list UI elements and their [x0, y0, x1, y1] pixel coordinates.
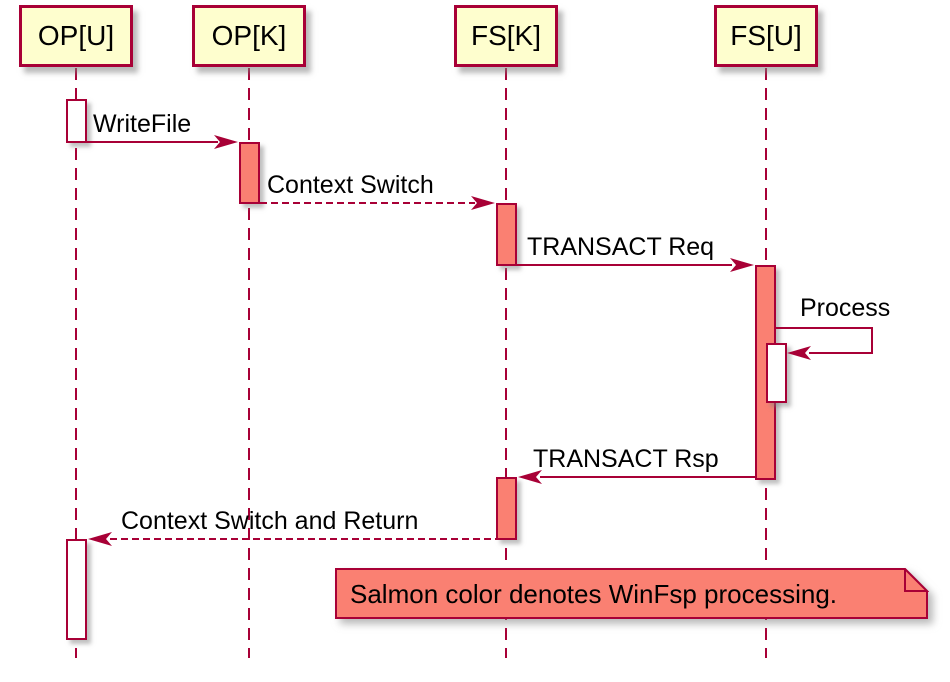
- participant-fsk: FS[K]: [454, 5, 558, 67]
- message-context-switch-return-line: [110, 538, 496, 540]
- message-process-label: Process: [800, 294, 891, 322]
- message-transact-req-line: [517, 264, 732, 266]
- message-context-switch-label: Context Switch: [267, 171, 434, 199]
- message-process-line-right: [871, 327, 873, 354]
- participant-opk: OP[K]: [192, 5, 306, 67]
- participant-fsu-label: FS[U]: [730, 20, 802, 51]
- participant-fsk-label: FS[K]: [470, 20, 541, 51]
- activation-fsk-2: [496, 477, 517, 540]
- arrowhead-left-icon: [787, 346, 811, 360]
- note: Salmon color denotes WinFsp processing.: [335, 568, 929, 620]
- activation-opk: [239, 142, 260, 204]
- participant-opu: OP[U]: [19, 5, 133, 67]
- participant-fsu: FS[U]: [714, 5, 818, 67]
- lifeline-opu: [75, 68, 77, 658]
- message-transact-rsp-label: TRANSACT Rsp: [533, 445, 719, 473]
- lifeline-fsk: [505, 68, 507, 658]
- arrowhead-right-icon: [471, 196, 495, 210]
- message-transact-req-label: TRANSACT Req: [527, 233, 715, 261]
- activation-opu-1: [66, 99, 87, 143]
- activation-fsu-nested: [766, 343, 787, 403]
- lifeline-opk: [248, 68, 250, 658]
- message-process-line-bottom: [809, 352, 873, 354]
- message-transact-rsp-line: [540, 476, 755, 478]
- note-shape: [335, 568, 929, 619]
- arrowhead-left-icon: [88, 532, 112, 546]
- message-writefile-label: WriteFile: [93, 110, 192, 138]
- message-context-switch-line: [260, 202, 475, 204]
- arrowhead-right-icon: [214, 135, 238, 149]
- participant-opk-label: OP[K]: [211, 20, 287, 51]
- arrowhead-left-icon: [518, 470, 542, 484]
- activation-fsk-1: [496, 203, 517, 266]
- message-writefile-line: [87, 141, 218, 143]
- message-context-switch-return-label: Context Switch and Return: [121, 507, 419, 535]
- note-text: Salmon color denotes WinFsp processing.: [350, 578, 838, 609]
- message-process-line-top: [776, 327, 873, 329]
- participant-opu-label: OP[U]: [37, 20, 115, 51]
- activation-opu-2: [66, 539, 87, 640]
- arrowhead-right-icon: [730, 258, 754, 272]
